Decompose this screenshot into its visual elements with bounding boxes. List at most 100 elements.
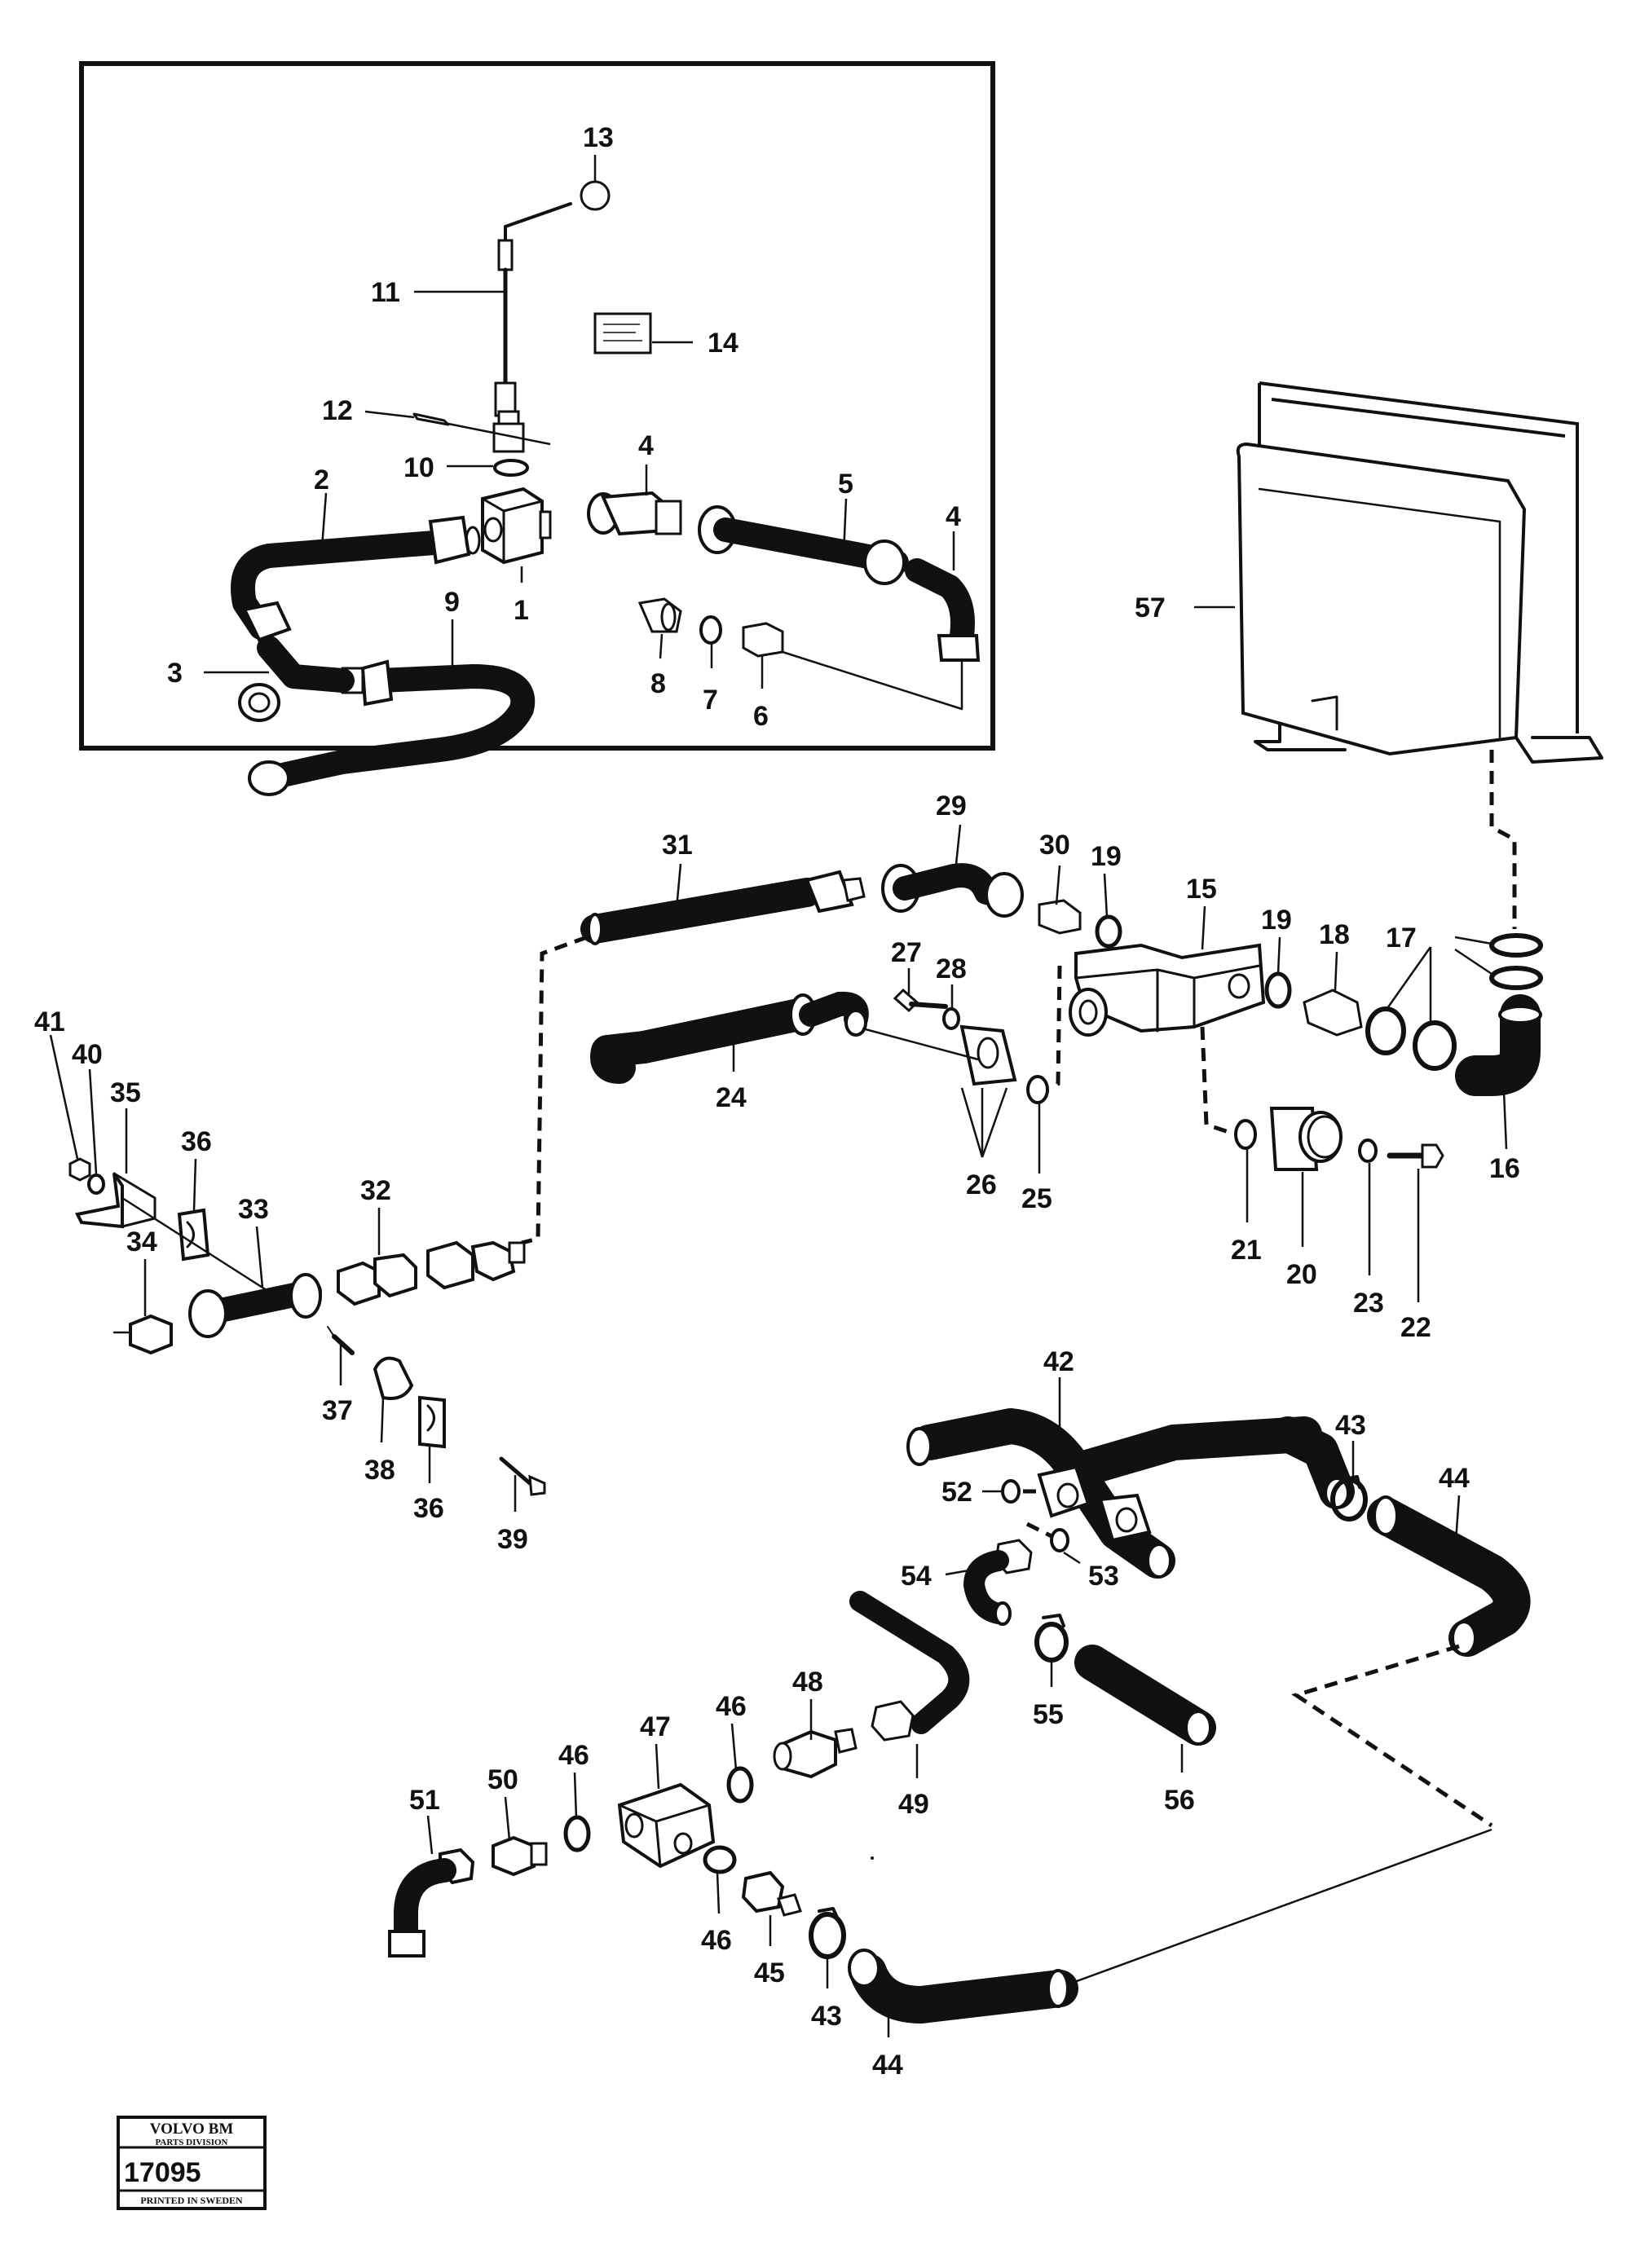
fitting-32 xyxy=(426,1240,526,1290)
callout-12: 12 xyxy=(322,395,353,426)
washer-19b xyxy=(1264,971,1292,1009)
callout-2: 2 xyxy=(314,465,329,495)
washer-21 xyxy=(1234,1119,1257,1150)
elbow-51 xyxy=(388,1847,475,1958)
callout-3: 3 xyxy=(167,658,183,689)
bracket-26 xyxy=(959,1024,1017,1086)
callout-52: 52 xyxy=(941,1477,972,1508)
leader-dash-57 xyxy=(1489,750,1517,929)
fitting-48 xyxy=(773,1728,858,1779)
callout-19b: 19 xyxy=(1261,905,1292,936)
hose-42 xyxy=(906,1408,1355,1579)
leader-dash-15-21 xyxy=(1200,1026,1232,1135)
callout-35: 35 xyxy=(110,1077,141,1108)
washer xyxy=(493,459,529,477)
callout-36a: 36 xyxy=(181,1126,212,1157)
callout-6: 6 xyxy=(753,701,769,732)
callout-44b: 44 xyxy=(872,2050,903,2081)
pipe-49 xyxy=(849,1591,970,1742)
callout-34: 34 xyxy=(126,1226,157,1257)
clip-36b xyxy=(418,1395,446,1449)
callout-47: 47 xyxy=(640,1711,671,1742)
hose-31 xyxy=(580,870,866,945)
knob xyxy=(580,180,611,211)
callout-57: 57 xyxy=(1135,592,1166,623)
oring-46c xyxy=(703,1845,737,1874)
callout-14: 14 xyxy=(708,328,739,359)
pipe-9 xyxy=(248,659,536,796)
callout-10: 10 xyxy=(403,452,434,483)
pipe-24 xyxy=(590,991,979,1084)
callout-44a: 44 xyxy=(1439,1463,1470,1494)
washer-25 xyxy=(1026,1075,1049,1104)
callout-16: 16 xyxy=(1489,1153,1520,1184)
callout-53: 53 xyxy=(1088,1561,1119,1592)
hose-16 xyxy=(1455,994,1542,1096)
callout-39: 39 xyxy=(497,1524,528,1555)
leader-44b-right xyxy=(1067,1828,1492,1986)
callout-22: 22 xyxy=(1400,1312,1431,1343)
callout-18: 18 xyxy=(1319,919,1350,950)
pin-37 xyxy=(327,1326,355,1355)
callout-8: 8 xyxy=(650,668,666,699)
callout-48: 48 xyxy=(792,1667,823,1698)
callout-56: 56 xyxy=(1164,1785,1195,1816)
pipe-5 xyxy=(587,491,981,711)
callout-29: 29 xyxy=(936,790,967,821)
callout-11: 11 xyxy=(371,277,400,308)
clip-38 xyxy=(373,1356,414,1400)
callout-42: 42 xyxy=(1043,1346,1074,1377)
valve-block-15 xyxy=(1069,943,1266,1037)
nipple-18 xyxy=(1303,989,1363,1037)
callout-7: 7 xyxy=(703,685,718,716)
callout-17: 17 xyxy=(1386,923,1417,953)
oring-46a xyxy=(726,1766,754,1803)
washer-53 xyxy=(1050,1528,1069,1552)
leader-dash-44 xyxy=(1291,1644,1493,1828)
adapter-32b xyxy=(337,1253,417,1306)
hose-56 xyxy=(1074,1645,1216,1746)
callout-41: 41 xyxy=(34,1006,65,1037)
washer-28 xyxy=(942,1007,960,1030)
callout-15: 15 xyxy=(1186,874,1217,905)
callout-33: 33 xyxy=(238,1194,269,1225)
callout-4a: 4 xyxy=(638,430,654,461)
callout-21: 21 xyxy=(1231,1235,1262,1266)
hose-44a xyxy=(1367,1495,1531,1657)
callout-13: 13 xyxy=(583,122,614,153)
callout-40: 40 xyxy=(72,1039,103,1070)
callout-31: 31 xyxy=(662,830,693,861)
callout-30: 30 xyxy=(1039,830,1070,861)
washer-23 xyxy=(1358,1138,1378,1163)
elbow-3 xyxy=(238,636,364,722)
bracket-35 xyxy=(75,1172,270,1293)
stamp-brand: VOLVO BM xyxy=(150,2120,234,2138)
leader-dash-53 xyxy=(1025,1522,1053,1539)
callout-5: 5 xyxy=(838,469,853,500)
washer-52 xyxy=(1001,1479,1021,1504)
callout-49: 49 xyxy=(898,1789,929,1820)
callout-46c: 46 xyxy=(701,1925,732,1956)
clip-36a xyxy=(177,1208,210,1262)
callout-26: 26 xyxy=(966,1169,997,1200)
nipple-50 xyxy=(492,1835,548,1877)
bolt-27 xyxy=(893,988,948,1013)
pipe-2 xyxy=(231,515,481,642)
nipple-45 xyxy=(741,1870,802,1917)
callout-46b: 46 xyxy=(558,1740,589,1771)
callout-51: 51 xyxy=(409,1785,440,1816)
nut-41 xyxy=(68,1157,91,1182)
stamp-printed: PRINTED IN SWEDEN xyxy=(140,2195,243,2206)
callout-38: 38 xyxy=(364,1455,395,1486)
speck xyxy=(871,1856,874,1860)
clamp-43b xyxy=(809,1907,846,1959)
callout-45: 45 xyxy=(754,1958,785,1988)
callout-20: 20 xyxy=(1286,1259,1317,1290)
callout-43b: 43 xyxy=(811,2001,842,2032)
stamp-division: PARTS DIVISION xyxy=(156,2138,228,2147)
tee-47 xyxy=(617,1782,716,1869)
callout-9: 9 xyxy=(444,587,460,618)
callout-46a: 46 xyxy=(716,1691,747,1722)
valve-block xyxy=(481,487,552,565)
